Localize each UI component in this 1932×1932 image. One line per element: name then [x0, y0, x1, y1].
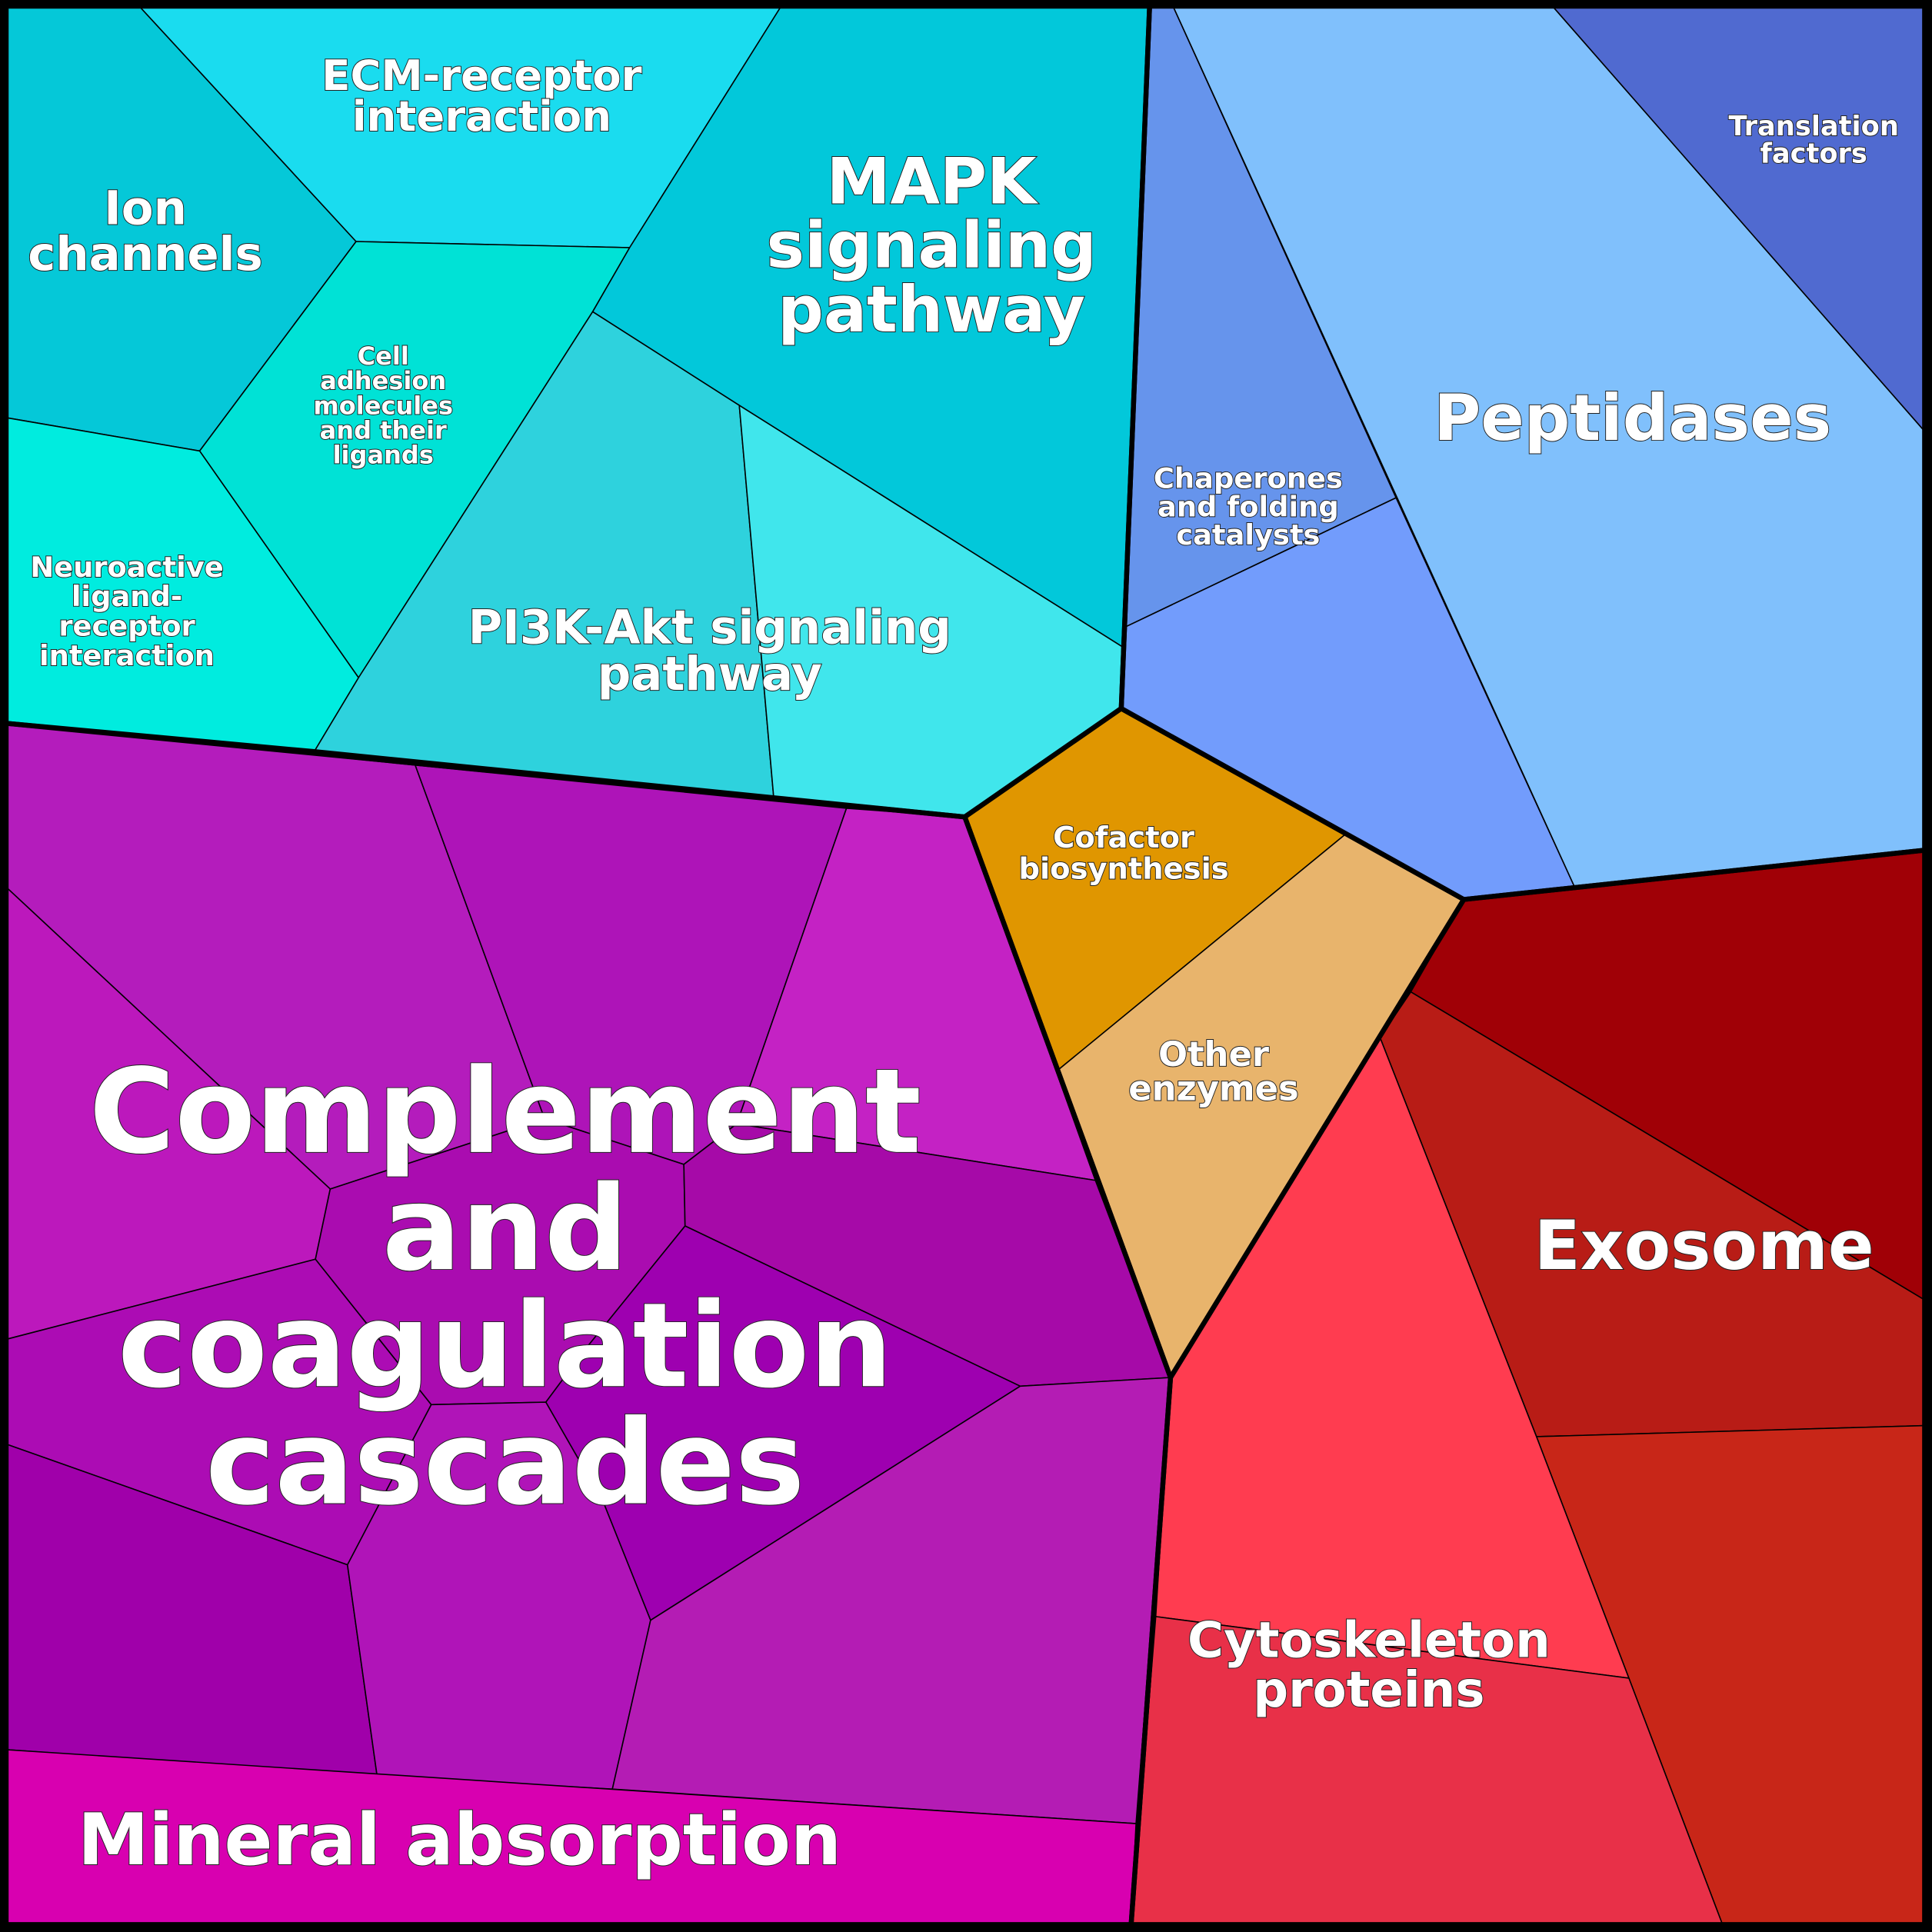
- label-line: pathway: [598, 647, 822, 701]
- label-line: Peptidases: [1434, 381, 1831, 455]
- label-line: coagulation: [118, 1277, 892, 1414]
- label-line: MAPK: [827, 144, 1039, 218]
- label-line: cascades: [205, 1394, 804, 1531]
- label-line: signaling: [766, 208, 1096, 283]
- label-line: and: [382, 1161, 628, 1297]
- label-exo2: Exosome: [1534, 1206, 1874, 1285]
- label-line: ligands: [333, 440, 434, 469]
- label-line: channels: [28, 227, 263, 281]
- label-line: and their: [320, 415, 447, 445]
- label-line: ligand-: [72, 580, 182, 613]
- label-line: ECM-receptor: [321, 51, 641, 100]
- label-line: interaction: [39, 639, 215, 672]
- label-line: molecules: [313, 391, 453, 420]
- label-line: adhesion: [320, 366, 446, 395]
- label-line: catalysts: [1176, 518, 1320, 551]
- label-line: Complement: [89, 1044, 921, 1180]
- label-pept: Peptidases: [1434, 381, 1831, 455]
- label-line: enzymes: [1128, 1068, 1299, 1109]
- label-line: Ion: [104, 182, 187, 236]
- label-line: interaction: [352, 92, 611, 141]
- label-line: PI3K-Akt signaling: [468, 600, 951, 655]
- label-line: pathway: [778, 272, 1085, 347]
- label-line: Chaperones: [1154, 461, 1343, 495]
- label-line: Translation: [1728, 111, 1898, 142]
- label-line: and folding: [1158, 490, 1339, 523]
- label-line: Exosome: [1534, 1206, 1874, 1285]
- label-line: factors: [1760, 138, 1867, 169]
- label-line: Cytoskeleton: [1188, 1613, 1551, 1670]
- label-line: Neuroactive: [30, 551, 223, 584]
- label-line: Cell: [358, 341, 409, 371]
- label-line: Other: [1158, 1034, 1269, 1074]
- label-line: receptor: [58, 610, 195, 643]
- label-mineral: Mineral absorption: [78, 1798, 841, 1881]
- label-line: biosynthesis: [1018, 851, 1228, 886]
- label-line: Cofactor: [1053, 821, 1194, 855]
- label-line: Mineral absorption: [78, 1798, 841, 1881]
- label-line: proteins: [1253, 1662, 1484, 1719]
